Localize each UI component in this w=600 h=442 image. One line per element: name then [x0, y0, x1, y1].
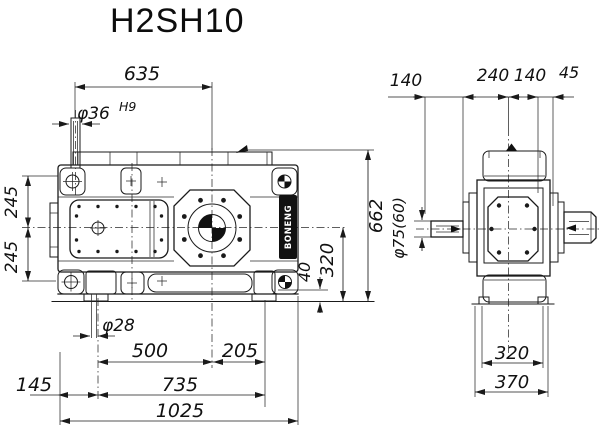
center-target-symbol	[198, 214, 226, 242]
corner-pads	[57, 167, 299, 295]
bolt-symbol	[63, 172, 82, 191]
side-housing	[462, 143, 565, 305]
page-title: H2SH10	[110, 2, 245, 40]
dim-shaft-len: 140	[390, 71, 422, 91]
brand-badge: BONENG	[279, 195, 297, 259]
left-boss	[49, 202, 59, 258]
dim-lower-left: 245	[2, 241, 22, 273]
dim-total-height: 662	[366, 199, 387, 233]
input-shaft-side	[430, 220, 464, 238]
dim-cover-depth: 45	[559, 63, 579, 82]
side-plate-bolts	[489, 203, 537, 255]
dim-base-to-center: 320	[317, 243, 338, 277]
dim-upper-left: 245	[2, 186, 22, 218]
cover-bolt-dots	[74, 204, 164, 254]
dim-top-width: 635	[124, 63, 160, 85]
bolt-target-symbol	[277, 174, 292, 189]
front-dimensions: 635 φ36 H9 245 245 662 320 40	[2, 63, 387, 425]
dim-foot-hole: φ28	[102, 316, 135, 336]
brand-badge-label: BONENG	[284, 205, 294, 249]
bolt-target-symbol	[278, 275, 292, 289]
input-shaft-front	[70, 117, 81, 169]
output-shaft-side	[563, 211, 597, 244]
front-housing	[49, 151, 299, 273]
front-feet	[51, 270, 375, 338]
side-flange-plate	[487, 196, 539, 262]
dim-overall-length: 1025	[156, 400, 204, 422]
dim-body-depth: 240	[477, 66, 509, 86]
flange-bolt-dots	[181, 197, 243, 259]
output-flange	[173, 189, 251, 267]
dim-overall-depth: 370	[495, 372, 529, 393]
dim-span-a: 500	[132, 340, 168, 362]
dim-input-tolerance: H9	[119, 99, 136, 114]
front-view: BONENG 635	[2, 63, 387, 425]
rail-pointer	[236, 145, 248, 153]
side-centerlines	[416, 128, 599, 360]
dim-foot-height: 40	[295, 262, 314, 282]
dim-offset-left: 145	[16, 374, 52, 396]
inspection-cover	[69, 199, 169, 259]
side-dimensions: 140 240 140 45 φ75(60) 320 370	[388, 63, 579, 397]
dim-shaft-dia: φ75(60)	[390, 197, 408, 259]
side-view: 140 240 140 45 φ75(60) 320 370	[388, 63, 599, 397]
position-crosses	[126, 176, 167, 288]
dim-span-b: 205	[222, 340, 258, 362]
bolt-symbol	[61, 272, 81, 292]
dim-bolt-span: 735	[162, 374, 198, 396]
top-rail	[72, 151, 273, 166]
dim-base-depth: 320	[495, 343, 529, 364]
dim-upper-depth: 140	[514, 66, 546, 86]
dim-input-dia: φ36	[77, 104, 110, 124]
vent-triangle	[505, 143, 518, 152]
